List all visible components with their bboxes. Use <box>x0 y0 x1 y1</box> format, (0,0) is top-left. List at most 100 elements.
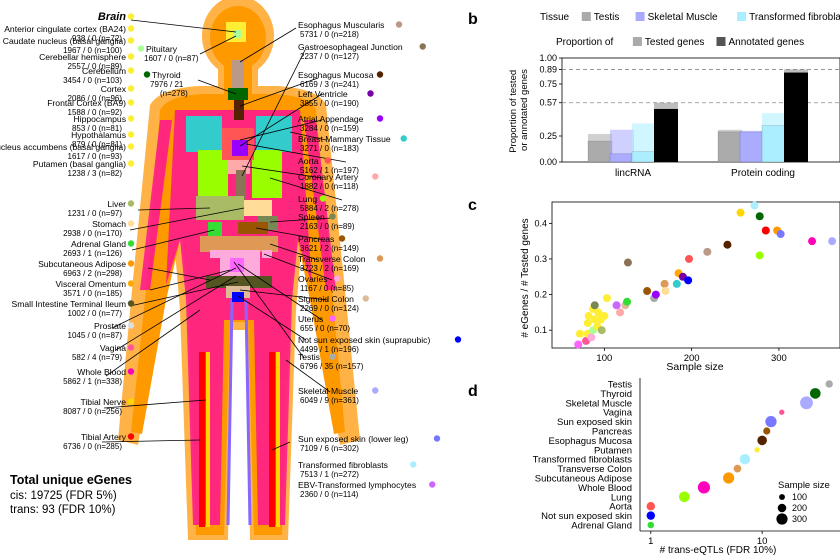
tissue-name: Vagina <box>100 343 126 353</box>
tissue-name: Uterus <box>298 314 323 324</box>
category-label: Aorta <box>609 502 632 513</box>
leader-lines <box>101 19 347 451</box>
tissue-name: Esophagus Mucosa <box>298 70 374 80</box>
tissue-dot <box>127 240 135 247</box>
panel-b-ylabel-line1: Proportion of tested <box>508 70 519 153</box>
tissue-name: Prostate <box>94 321 126 331</box>
tissue-dot <box>127 160 135 167</box>
tissue-name: Visceral Omentum <box>55 279 126 289</box>
scatter-point <box>587 333 596 342</box>
tissue-stats: 5884 / 2 (n=278) <box>300 204 359 213</box>
panel-d-points <box>646 380 833 529</box>
tissue-dot <box>376 115 384 122</box>
y-tick-label: 0.57 <box>539 98 557 108</box>
scatter-point <box>755 212 764 221</box>
scatter-point <box>755 251 764 260</box>
legend-label: Testis <box>594 12 620 23</box>
tissue-stats: 1588 / 0 (n=92) <box>68 108 123 117</box>
tissue-name: Cerebellar hemisphere <box>39 52 126 62</box>
tissue-dot <box>127 67 135 74</box>
x-tick-label: 200 <box>684 353 700 364</box>
tissue-stats: 879 / 0 (n=81) <box>72 140 122 149</box>
bar-annotated <box>587 140 613 163</box>
tissue-stats: 1882 / 0 (n=118) <box>300 182 359 191</box>
tissue-stats: 6049 / 9 (n=361) <box>300 396 359 405</box>
tissue-dot <box>127 115 135 122</box>
dot-point <box>739 453 751 465</box>
y-axis-label: # eGenes / # Tested genes <box>520 218 531 337</box>
tissue-name: Frontal Cortex (BA9) <box>47 98 126 108</box>
tissue-stats: 2938 / 0 (n=170) <box>63 229 122 238</box>
tissue-name: Not sun exposed skin (suprapubic) <box>298 335 430 345</box>
size-legend-label: 200 <box>792 503 807 513</box>
dot-point <box>779 409 785 415</box>
tissue-dot <box>367 90 374 97</box>
category-label: Lung <box>611 492 632 503</box>
y-tick-label: 0.1 <box>534 325 547 335</box>
x-tick-label: 1 <box>648 536 653 547</box>
category-label: Pancreas <box>592 427 632 438</box>
panel-b-letter: b <box>468 11 478 28</box>
scatter-point <box>684 276 693 285</box>
scatter-point <box>590 301 599 310</box>
tissue-name: Gastroesophageal Junction <box>298 42 403 52</box>
tissue-name: Ovaries <box>298 274 328 284</box>
scatter-point <box>776 230 785 239</box>
tissue-dot <box>127 53 135 60</box>
category-label: Esophagus Mucosa <box>549 436 633 447</box>
tissue-dot <box>127 99 135 106</box>
scatter-point <box>600 311 609 320</box>
category-label: Whole Blood <box>578 483 632 494</box>
tissue-name: Breast Mammary Tissue <box>298 134 391 144</box>
tissue-name: Left Ventricle <box>298 89 348 99</box>
totals-box: Total unique eGenes cis: 19725 (FDR 5%) … <box>10 473 132 516</box>
dot-point <box>825 380 833 388</box>
scatter-point <box>583 319 592 328</box>
tissue-stats: 6169 / 3 (n=241) <box>300 80 359 89</box>
bar-annotated <box>609 153 635 163</box>
tissue-name: Pancreas <box>298 234 334 244</box>
tissue-stats: 1607 / 0 (n=87) <box>144 54 199 63</box>
scatter-point <box>594 308 603 317</box>
category-label: Thyroid <box>600 389 632 400</box>
tissue-dot <box>143 71 151 78</box>
panel-b-ylabel-line2: or annotated genes <box>519 69 530 151</box>
legend-swatch <box>632 37 642 46</box>
tissue-dot <box>376 71 384 78</box>
scatter-point <box>584 311 593 320</box>
tissue-stats: 938 / 0 (n=72) <box>72 34 122 43</box>
tissue-dot <box>429 481 436 488</box>
tissue-stats: 3454 / 0 (n=103) <box>63 76 122 85</box>
tissue-dot <box>454 336 462 343</box>
panel-c-letter: c <box>468 197 477 214</box>
y-tick-label: 0.25 <box>539 131 557 141</box>
tissue-dot <box>127 85 135 92</box>
scatter-point <box>660 279 669 288</box>
y-tick-label: 0.00 <box>539 157 557 167</box>
y-tick-label: 1.00 <box>539 53 557 63</box>
tissue-dot <box>127 220 135 227</box>
scatter-point <box>590 315 599 324</box>
tissue-dot <box>395 21 403 28</box>
bar-annotated <box>631 151 657 163</box>
category-label: Testis <box>608 380 633 391</box>
category-label: Adrenal Gland <box>571 521 632 532</box>
legend-label: Tested genes <box>645 37 705 48</box>
tissue-dot <box>324 157 331 164</box>
dot-point <box>800 396 813 410</box>
tissue-name: Stomach <box>92 219 126 229</box>
scatter-point <box>750 201 759 210</box>
x-tick-label: 300 <box>771 353 787 364</box>
tissue-dot <box>127 280 135 287</box>
category-label: Transverse Colon <box>557 464 632 475</box>
tissue-stats: 4499 / 1 (n=196) <box>300 345 359 354</box>
tissue-dot <box>334 275 341 282</box>
legend-label: Transformed fibroblasts <box>749 12 840 23</box>
category-label: Not sun exposed skin <box>541 511 632 522</box>
y-tick-label: 0.2 <box>534 290 547 300</box>
tissue-dot <box>329 353 336 360</box>
legend-label: Proportion of <box>556 37 613 48</box>
totals-trans: trans: 93 (FDR 10%) <box>10 504 116 516</box>
